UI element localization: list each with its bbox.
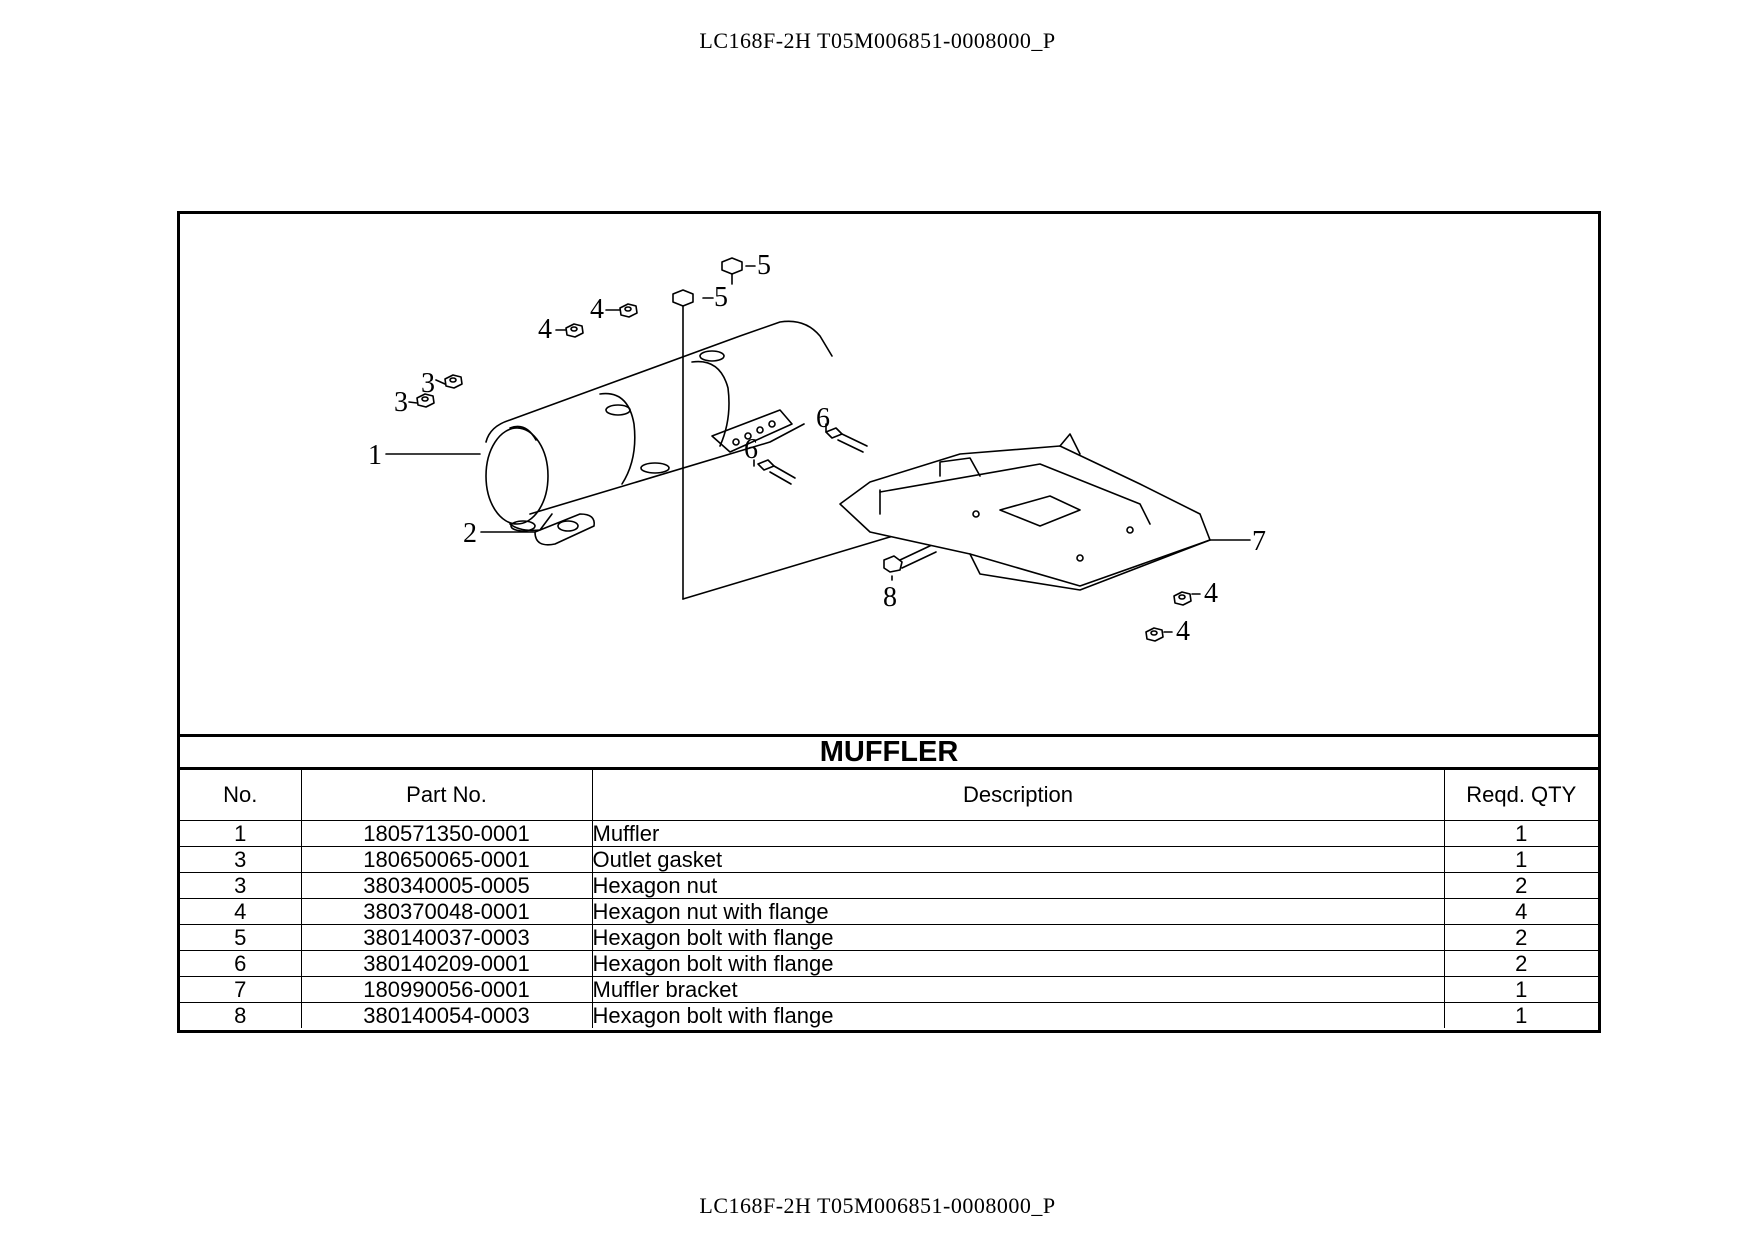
hexagon-bolts-5 (672, 257, 743, 600)
callout-3b: 3 (394, 387, 408, 418)
cell-part-no: 180650065-0001 (300, 846, 593, 873)
cell-no: 4 (180, 898, 302, 925)
cell-qty: 1 (1443, 976, 1598, 1003)
cell-qty: 2 (1443, 872, 1598, 899)
cell-part-no: 380140037-0003 (300, 924, 593, 951)
callout-7: 7 (1252, 526, 1266, 557)
cell-part-no: 380340005-0005 (300, 872, 593, 899)
callout-6a: 6 (744, 434, 758, 465)
cell-description: Hexagon bolt with flange (591, 924, 1445, 951)
document-footer: LC168F-2H T05M006851-0008000_P (699, 1193, 1056, 1218)
table-row: 3 380340005-0005 Hexagon nut 2 (180, 872, 1598, 899)
callout-4a: 4 (538, 314, 552, 345)
column-header-qty: Reqd. QTY (1443, 770, 1598, 821)
cell-part-no: 380140209-0001 (300, 950, 593, 977)
column-header-description: Description (591, 770, 1445, 821)
table-row: 5 380140037-0003 Hexagon bolt with flang… (180, 924, 1598, 951)
cell-part-no: 180571350-0001 (300, 820, 593, 847)
cell-description: Outlet gasket (591, 846, 1445, 873)
cell-qty: 4 (1443, 898, 1598, 925)
callout-4d: 4 (1176, 616, 1190, 647)
parts-sheet: 1 2 3 3 4 4 4 4 5 5 6 6 7 8 MUFFLER No. … (177, 211, 1601, 1033)
cell-part-no: 380370048-0001 (300, 898, 593, 925)
cell-part-no: 380140054-0003 (300, 1002, 593, 1028)
callout-numbers: 1 2 3 3 4 4 4 4 5 5 6 6 7 8 (368, 250, 1266, 647)
callout-1: 1 (368, 440, 382, 471)
cell-description: Hexagon nut (591, 872, 1445, 899)
hexagon-nuts (416, 303, 1192, 642)
cell-description: Hexagon nut with flange (591, 898, 1445, 925)
callout-4c: 4 (1204, 578, 1218, 609)
cell-description: Muffler bracket (591, 976, 1445, 1003)
exploded-view-diagram: 1 2 3 3 4 4 4 4 5 5 6 6 7 8 (368, 250, 1266, 647)
cell-qty: 2 (1443, 950, 1598, 977)
cell-description: Muffler (591, 820, 1445, 847)
hexagon-bolt-8 (883, 543, 937, 573)
callout-5a: 5 (714, 282, 728, 313)
section-title: MUFFLER (180, 734, 1598, 770)
cell-description: Hexagon bolt with flange (591, 1002, 1445, 1028)
muffler-bracket-part (839, 433, 1211, 591)
callout-8: 8 (883, 582, 897, 613)
table-row: 1 180571350-0001 Muffler 1 (180, 820, 1598, 847)
table-header-row: No. Part No. Description Reqd. QTY (180, 770, 1598, 821)
column-header-part-no: Part No. (300, 770, 593, 821)
cell-no: 7 (180, 976, 302, 1003)
callout-6b: 6 (816, 403, 830, 434)
callout-4b: 4 (590, 294, 604, 325)
table-row: 8 380140054-0003 Hexagon bolt with flang… (180, 1002, 1598, 1028)
column-header-no: No. (180, 770, 302, 821)
cell-description: Hexagon bolt with flange (591, 950, 1445, 977)
callout-5b: 5 (757, 250, 771, 281)
cell-qty: 1 (1443, 846, 1598, 873)
outlet-gasket-part (534, 513, 596, 546)
cell-no: 5 (180, 924, 302, 951)
callout-3a: 3 (421, 368, 435, 399)
table-row: 4 380370048-0001 Hexagon nut with flange… (180, 898, 1598, 925)
cell-no: 3 (180, 872, 302, 899)
document-header: LC168F-2H T05M006851-0008000_P (699, 28, 1056, 53)
table-row: 6 380140209-0001 Hexagon bolt with flang… (180, 950, 1598, 977)
cell-qty: 1 (1443, 1002, 1598, 1028)
cell-no: 3 (180, 846, 302, 873)
cell-part-no: 180990056-0001 (300, 976, 593, 1003)
cell-qty: 1 (1443, 820, 1598, 847)
muffler-part (485, 320, 833, 532)
hexagon-bolts-6 (757, 427, 868, 485)
table-row: 3 180650065-0001 Outlet gasket 1 (180, 846, 1598, 873)
cell-no: 1 (180, 820, 302, 847)
table-row: 7 180990056-0001 Muffler bracket 1 (180, 976, 1598, 1003)
callout-leaders (385, 265, 1251, 633)
cell-no: 8 (180, 1002, 302, 1028)
callout-2: 2 (463, 518, 477, 549)
cell-no: 6 (180, 950, 302, 977)
parts-table: No. Part No. Description Reqd. QTY 1 180… (180, 770, 1598, 1028)
cell-qty: 2 (1443, 924, 1598, 951)
